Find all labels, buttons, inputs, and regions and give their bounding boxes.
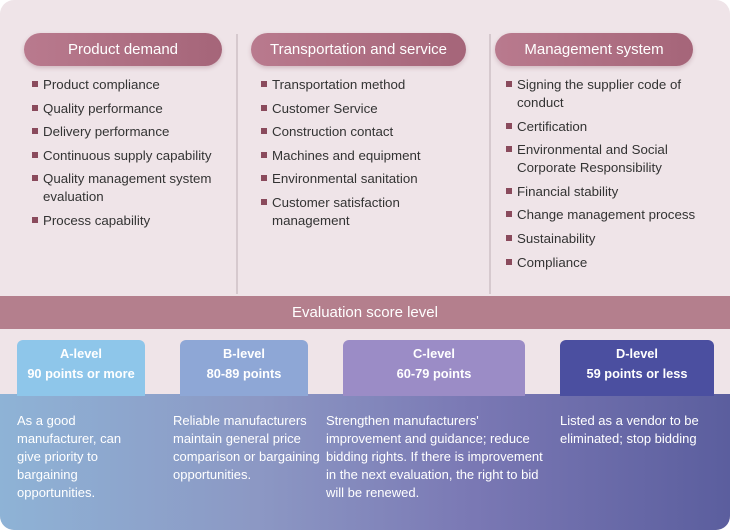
category-item-list: Signing the supplier code of conduct Cer…	[506, 76, 716, 277]
level-name: D-level	[616, 346, 658, 361]
category-product-demand: Product demand Product compliance Qualit…	[0, 0, 237, 296]
category-title: Transportation and service	[251, 33, 466, 66]
level-b-description: Reliable manufacturers maintain general …	[173, 413, 320, 482]
square-bullet-icon	[506, 146, 512, 153]
list-item: Environmental sanitation	[261, 170, 476, 188]
level-d-description: Listed as a vendor to be eliminated; sto…	[560, 413, 699, 446]
item-label: Transportation method	[272, 77, 406, 92]
list-item: Product compliance	[32, 76, 232, 94]
list-item: Compliance	[506, 254, 716, 272]
list-item: Customer Service	[261, 100, 476, 118]
item-label: Certification	[517, 118, 588, 134]
column-divider	[236, 34, 238, 294]
square-bullet-icon	[506, 258, 512, 265]
item-label: Process capability	[43, 212, 151, 228]
list-item: Delivery performance	[32, 123, 232, 141]
level-d-box: D-level 59 points or less	[560, 340, 714, 396]
level-name: A-level	[60, 346, 102, 361]
item-label: Signing the supplier code of conduct	[517, 77, 682, 110]
category-title: Management system	[495, 33, 693, 66]
list-item: Process capability	[32, 212, 232, 230]
square-bullet-icon	[261, 81, 267, 87]
list-item: Certification	[506, 118, 716, 136]
item-label: Customer Service	[272, 100, 378, 116]
category-item-list: Transportation method Customer Service C…	[261, 76, 476, 236]
list-item: Sustainability	[506, 230, 716, 248]
square-bullet-icon	[32, 151, 38, 158]
level-c-box: C-level 60-79 points	[343, 340, 525, 396]
category-title: Product demand	[24, 33, 222, 66]
item-label: Construction contact	[272, 124, 394, 140]
square-bullet-icon	[32, 81, 38, 87]
list-item: Environmental and Social Corporate Respo…	[506, 141, 716, 177]
item-label: Environmental sanitation	[272, 171, 418, 187]
square-bullet-icon	[261, 198, 267, 205]
square-bullet-icon	[506, 234, 512, 241]
square-bullet-icon	[506, 211, 512, 218]
level-points: 90 points or more	[27, 366, 135, 381]
item-label: Environmental and Social Corporate Respo…	[517, 142, 668, 176]
level-points: 60-79 points	[396, 366, 472, 381]
square-bullet-icon	[32, 216, 38, 223]
item-label: Delivery performance	[43, 124, 170, 140]
item-label: Financial stability	[517, 183, 619, 199]
list-item: Continuous supply capability	[32, 147, 232, 165]
level-name: B-level	[223, 346, 265, 361]
level-name: C-level	[413, 346, 455, 361]
item-label: Product compliance	[43, 77, 160, 92]
square-bullet-icon	[506, 122, 512, 129]
item-label: Quality management system evaluation	[43, 171, 212, 205]
list-item: Customer satisfaction management	[261, 194, 476, 230]
level-a-box: A-level 90 points or more	[17, 340, 145, 396]
level-points: 59 points or less	[586, 366, 688, 381]
item-label: Compliance	[517, 254, 588, 270]
square-bullet-icon	[506, 81, 512, 87]
category-management-system: Management system Signing the supplier c…	[490, 0, 730, 296]
list-item: Machines and equipment	[261, 147, 476, 165]
square-bullet-icon	[261, 104, 267, 111]
square-bullet-icon	[32, 175, 38, 182]
levels-description-panel	[0, 394, 730, 530]
list-item: Quality management system evaluation	[32, 170, 232, 206]
category-transportation-service: Transportation and service Transportatio…	[237, 0, 490, 296]
list-item: Signing the supplier code of conduct	[506, 76, 716, 112]
list-item: Construction contact	[261, 123, 476, 141]
square-bullet-icon	[32, 104, 38, 111]
list-item: Financial stability	[506, 183, 716, 201]
item-label: Change management process	[517, 207, 696, 223]
evaluation-score-band: Evaluation score level	[0, 296, 730, 329]
list-item: Change management process	[506, 206, 716, 224]
item-label: Customer satisfaction management	[272, 194, 400, 228]
item-label: Machines and equipment	[272, 147, 421, 163]
item-label: Continuous supply capability	[43, 147, 212, 163]
square-bullet-icon	[32, 128, 38, 135]
level-b-box: B-level 80-89 points	[180, 340, 308, 396]
item-label: Sustainability	[517, 230, 596, 246]
item-label: Quality performance	[43, 100, 163, 116]
square-bullet-icon	[261, 128, 267, 135]
level-c-description: Strengthen manufacturers' improvement an…	[326, 413, 543, 500]
square-bullet-icon	[261, 151, 267, 158]
list-item: Transportation method	[261, 76, 476, 94]
column-divider	[489, 34, 491, 294]
category-item-list: Product compliance Quality performance D…	[32, 76, 232, 236]
square-bullet-icon	[506, 187, 512, 194]
level-a-description: As a good manufacturer, can give priorit…	[17, 413, 122, 500]
list-item: Quality performance	[32, 100, 232, 118]
level-points: 80-89 points	[206, 366, 282, 381]
square-bullet-icon	[261, 175, 267, 182]
